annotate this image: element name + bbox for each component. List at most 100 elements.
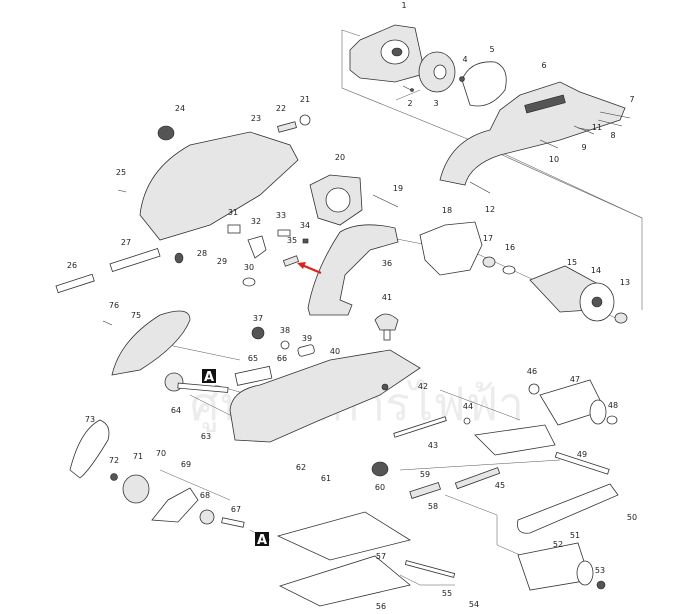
part-number-label: 36 (382, 259, 392, 268)
armature-assembly (482, 256, 628, 324)
screws-group (102, 76, 631, 326)
part-number-label: 23 (251, 114, 261, 123)
part-number-label: 47 (570, 375, 580, 384)
part-number-label: 76 (109, 301, 119, 310)
part-6-shape (439, 81, 626, 186)
part-58-shape (409, 482, 442, 499)
part-21-shape (299, 114, 311, 126)
part-number-label: 29 (217, 257, 227, 266)
part-number-label: 27 (121, 238, 131, 247)
part-65-shape (234, 365, 273, 386)
part-40-shape (229, 349, 421, 443)
part-number-label: 73 (85, 415, 95, 424)
part-number-label: 3 (433, 99, 438, 108)
part-number-label: 8 (610, 131, 615, 140)
part-number-label: 43 (428, 441, 438, 450)
part-number-label: 68 (200, 491, 210, 500)
part-number-label: 72 (109, 456, 119, 465)
part-number-label: 54 (469, 600, 479, 609)
part-number-label: 12 (485, 205, 495, 214)
part-number-label: 53 (595, 566, 605, 575)
part-number-label: 67 (231, 505, 241, 514)
part-64-shape (164, 372, 229, 393)
part-number-label: 42 (418, 382, 428, 391)
part-24-shape (157, 125, 175, 141)
part-number-label: 40 (330, 347, 340, 356)
part-number-label: 50 (627, 513, 637, 522)
part-number-label: 65 (248, 354, 258, 363)
part-23-shape (139, 131, 299, 241)
part-number-label: 71 (133, 452, 143, 461)
part-number-label: 30 (244, 263, 254, 272)
part-75-shape (111, 310, 191, 376)
part-number-label: 31 (228, 208, 238, 217)
part-number-label: 60 (375, 483, 385, 492)
pulley-parts (110, 473, 245, 528)
svg-text:A: A (257, 533, 267, 548)
part-number-label: 52 (553, 540, 563, 549)
part-number-label: 1 (401, 1, 406, 10)
part-number-label: 20 (335, 153, 345, 162)
part-number-label: 61 (321, 474, 331, 483)
part-number-label: 45 (495, 481, 505, 490)
base-knob-parts (251, 313, 399, 357)
part-number-label: 28 (197, 249, 207, 258)
part-number-label: 24 (175, 104, 185, 113)
part-number-label: 9 (581, 143, 586, 152)
part-number-label: 46 (527, 367, 537, 376)
part-51-shape (517, 483, 619, 534)
part-26-shape (55, 273, 95, 294)
part-number-label: 69 (181, 460, 191, 469)
svg-text:A: A (204, 370, 214, 385)
part-number-label: 38 (280, 326, 290, 335)
part-number-label: 49 (577, 450, 587, 459)
part-1-shape (349, 24, 423, 83)
part-22-shape (277, 121, 297, 133)
part-36-shape (307, 224, 399, 316)
part-73-shape (69, 419, 110, 479)
driven-roller-shape (528, 379, 618, 426)
part-number-label: 64 (171, 406, 181, 415)
part-number-label: 26 (67, 261, 77, 270)
part-number-label: 63 (201, 432, 211, 441)
part-number-label: 17 (483, 234, 493, 243)
part-number-label: 48 (608, 401, 618, 410)
part-number-label: 33 (276, 211, 286, 220)
switch-parts (174, 224, 309, 287)
part-52-shape (517, 542, 606, 591)
part-number-label: 59 (420, 470, 430, 479)
part-number-label: 13 (620, 278, 630, 287)
part-number-label: 39 (302, 334, 312, 343)
part-60-shape (371, 461, 389, 477)
part-5-shape (461, 61, 507, 107)
assembly-frame-lines (341, 29, 643, 310)
part-number-label: 75 (131, 311, 141, 320)
part-number-label: 58 (428, 502, 438, 511)
part-number-label: 5 (489, 45, 494, 54)
part-number-label: 15 (567, 258, 577, 267)
part-number-label: 18 (442, 206, 452, 215)
part-number-label: 4 (462, 55, 467, 64)
part-number-label: 16 (505, 243, 515, 252)
part-number-label: 25 (116, 168, 126, 177)
part-20-shape (309, 174, 363, 226)
callout-a-marker: A (202, 369, 216, 385)
part-number-label: 44 (463, 402, 473, 411)
highlight-arrow (297, 262, 322, 275)
part-49-shape (554, 451, 610, 475)
part-number-label: 22 (276, 104, 286, 113)
part-number-label: 62 (296, 463, 306, 472)
part-number-label: 32 (251, 217, 261, 226)
part-number-label: 51 (570, 531, 580, 540)
part-number-label: 55 (442, 589, 452, 598)
part-number-label: 35 (287, 236, 297, 245)
part-number-label: 57 (376, 552, 386, 561)
callout-a-marker: A (255, 532, 269, 548)
part-number-label: 7 (629, 95, 634, 104)
part-27-shape (109, 247, 161, 273)
lever-parts (381, 383, 556, 490)
part-number-label: 56 (376, 602, 386, 611)
part-number-label: 19 (393, 184, 403, 193)
